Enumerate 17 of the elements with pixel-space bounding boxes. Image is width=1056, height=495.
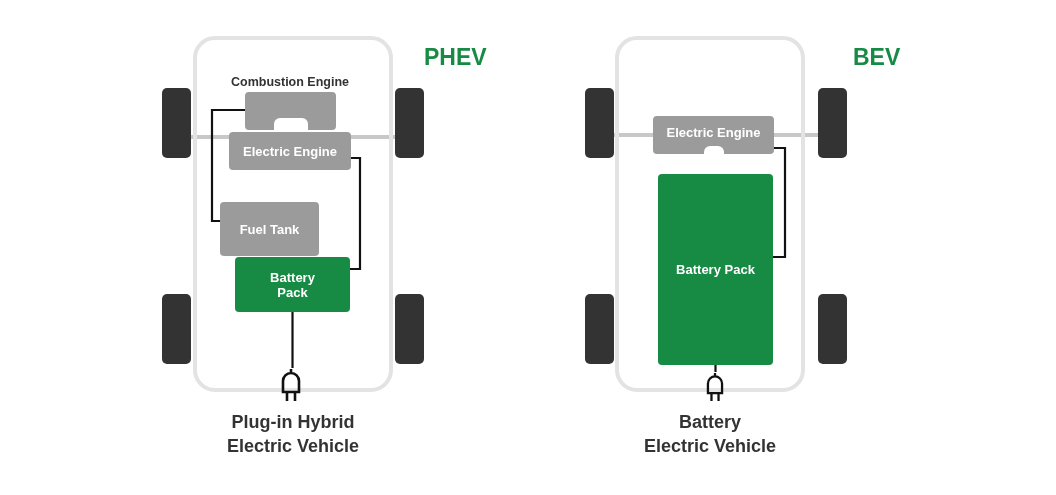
- component-block: Electric Engine: [229, 132, 351, 170]
- vehicle-caption: Plug-in Hybrid Electric Vehicle: [225, 411, 361, 458]
- connector-line: [291, 312, 294, 368]
- plug-icon: [280, 368, 302, 402]
- battery-pack-block: Battery Pack: [658, 174, 773, 365]
- component-block: Electric Engine: [653, 116, 774, 154]
- component-block: Fuel Tank: [220, 202, 319, 256]
- connector-line: [350, 156, 362, 271]
- vehicle-caption: Battery Electric Vehicle: [642, 411, 778, 458]
- battery-pack-block: Battery Pack: [235, 257, 350, 312]
- vehicle-type-heading: PHEV: [424, 44, 487, 71]
- connector-line: [210, 108, 245, 223]
- connector-line: [714, 365, 717, 372]
- plug-icon: [704, 372, 726, 402]
- connector-line: [773, 146, 787, 259]
- component-label: Combustion Engine: [229, 75, 351, 89]
- vehicle-type-heading: BEV: [853, 44, 901, 71]
